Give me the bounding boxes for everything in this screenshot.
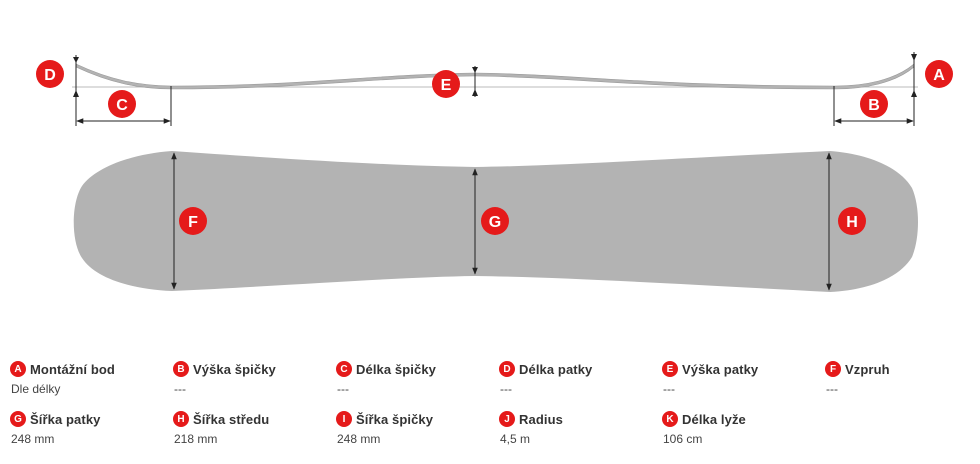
marker-f: F	[179, 207, 207, 235]
marker-e: E	[432, 70, 460, 98]
spec-label: Délka lyže	[682, 411, 746, 427]
spec-value: ---	[826, 382, 838, 396]
spec-item: C Délka špičky ---	[336, 360, 499, 410]
spec-badge: E	[662, 361, 678, 377]
spec-header: G Šířka patky	[10, 410, 173, 428]
spec-value: 4,5 m	[500, 432, 531, 446]
spec-badge: D	[499, 361, 515, 377]
marker-c: C	[108, 90, 136, 118]
spec-value: 106 cm	[663, 432, 703, 446]
spec-badge: F	[825, 361, 841, 377]
marker-b: B	[860, 90, 888, 118]
spec-badge: B	[173, 361, 189, 377]
spec-badge: A	[10, 361, 26, 377]
spec-header: A Montážní bod	[10, 360, 173, 378]
spec-label: Délka špičky	[356, 361, 436, 377]
marker-f-label: F	[188, 214, 198, 231]
spec-value: ---	[337, 382, 349, 396]
spec-item: G Šířka patky 248 mm	[10, 410, 173, 460]
spec-item: K Délka lyže 106 cm	[662, 410, 825, 460]
spec-header: J Radius	[499, 410, 662, 428]
marker-g: G	[481, 207, 509, 235]
spec-label: Radius	[519, 411, 563, 427]
spec-header: B Výška špičky	[173, 360, 336, 378]
spec-header: E Výška patky	[662, 360, 825, 378]
marker-e-label: E	[441, 77, 452, 94]
spec-value: ---	[500, 382, 512, 396]
spec-label: Montážní bod	[30, 361, 115, 377]
marker-d-label: D	[44, 67, 56, 84]
spec-badge: C	[336, 361, 352, 377]
spec-header: C Délka špičky	[336, 360, 499, 378]
nose-height-arrow-bottom	[911, 90, 917, 97]
camber-arrow-top	[472, 67, 478, 73]
spec-badge: K	[662, 411, 678, 427]
spec-label: Délka patky	[519, 361, 593, 377]
marker-h: H	[838, 207, 866, 235]
spec-header: F Vzpruh	[825, 360, 980, 378]
spec-label: Šířka středu	[193, 411, 270, 427]
spec-header: D Délka patky	[499, 360, 662, 378]
tail-height-arrow-top	[73, 57, 79, 63]
spec-value: 218 mm	[174, 432, 218, 446]
marker-b-label: B	[868, 97, 880, 114]
spec-value: ---	[174, 382, 186, 396]
spec-label: Výška patky	[682, 361, 759, 377]
nose-height-arrow-top	[911, 54, 917, 61]
marker-h-label: H	[846, 214, 858, 231]
spec-badge: I	[336, 411, 352, 427]
spec-item: I Šířka špičky 248 mm	[336, 410, 499, 460]
spec-header: H Šířka středu	[173, 410, 336, 428]
spec-item: D Délka patky ---	[499, 360, 662, 410]
marker-g-label: G	[489, 214, 501, 231]
marker-d: D	[36, 60, 64, 88]
board-diagram: D A E C B F G H	[36, 52, 953, 292]
camber-arrow-bottom	[472, 89, 478, 96]
spec-badge: J	[499, 411, 515, 427]
spec-value: 248 mm	[337, 432, 381, 446]
spec-value: 248 mm	[11, 432, 55, 446]
marker-c-label: C	[116, 97, 128, 114]
spec-badge: H	[173, 411, 189, 427]
spec-value: Dle délky	[11, 382, 61, 396]
spec-label: Vzpruh	[845, 361, 890, 377]
marker-a-label: A	[933, 67, 945, 84]
spec-header: K Délka lyže	[662, 410, 825, 428]
side-profile	[72, 52, 918, 126]
spec-label: Výška špičky	[193, 361, 276, 377]
spec-item: J Radius 4,5 m	[499, 410, 662, 460]
spec-item: B Výška špičky ---	[173, 360, 336, 410]
spec-header: I Šířka špičky	[336, 410, 499, 428]
spec-item: H Šířka středu 218 mm	[173, 410, 336, 460]
spec-label: Šířka patky	[30, 411, 101, 427]
marker-a: A	[925, 60, 953, 88]
spec-item: F Vzpruh ---	[825, 360, 980, 410]
board-profile	[75, 63, 915, 90]
spec-item: E Výška patky ---	[662, 360, 825, 410]
spec-badge: G	[10, 411, 26, 427]
spec-grid: A Montážní bod Dle délky B Výška špičky …	[10, 360, 980, 460]
spec-label: Šířka špičky	[356, 411, 434, 427]
spec-item: A Montážní bod Dle délky	[10, 360, 173, 410]
tail-height-arrow-bottom	[73, 90, 79, 97]
spec-value: ---	[663, 382, 675, 396]
